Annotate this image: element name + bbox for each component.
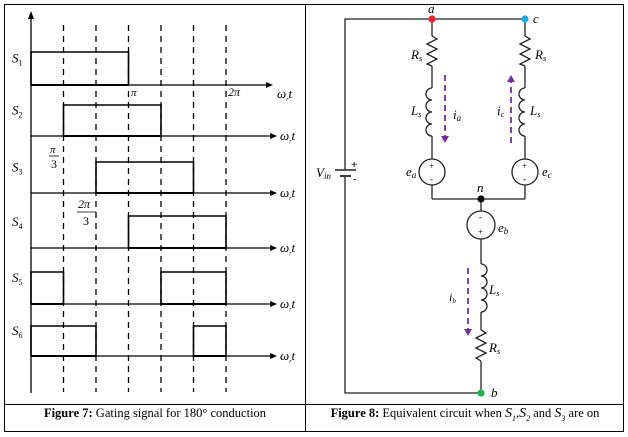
time-axis-label: ωrt bbox=[280, 240, 296, 257]
time-axis-arrowhead bbox=[270, 245, 277, 251]
node-c-label: c bbox=[533, 11, 539, 26]
equivalent-circuit bbox=[335, 15, 539, 397]
node-n-dot bbox=[477, 195, 485, 203]
emf-a-minus: - bbox=[430, 174, 433, 184]
time-axis-arrowhead bbox=[270, 190, 277, 196]
time-axis-label: ωrt bbox=[280, 185, 296, 202]
gate-pulse bbox=[30, 51, 130, 85]
signal-s5: S5 ωrt bbox=[12, 270, 296, 313]
inductor-b bbox=[480, 263, 488, 313]
inductor-b-label: Ls bbox=[488, 282, 499, 298]
time-axis-arrowhead bbox=[270, 301, 277, 307]
caption-s1: S1 bbox=[504, 406, 516, 423]
wire-top-left bbox=[344, 18, 525, 170]
gate-pulse bbox=[95, 161, 195, 193]
node-n-label: n bbox=[477, 180, 484, 195]
current-a-label: ia bbox=[453, 107, 462, 123]
battery-plus: + bbox=[351, 159, 357, 171]
caption-s3: S3 bbox=[554, 406, 566, 423]
gate-pulse bbox=[62, 104, 162, 136]
signal-s4: S4 ωrt bbox=[12, 214, 296, 257]
time-axis-label: ωrt bbox=[277, 86, 293, 103]
resistor-a-label: Rs bbox=[410, 47, 422, 63]
tick-label-pi: π bbox=[131, 87, 137, 99]
signal-s2: S2 ωrt bbox=[12, 103, 296, 146]
emf-a-plus: + bbox=[429, 161, 434, 171]
resistor-b bbox=[474, 329, 488, 362]
gate-pulse bbox=[30, 325, 97, 356]
time-axis-label: ωrt bbox=[280, 348, 296, 365]
arrowhead-down bbox=[441, 136, 449, 143]
time-axis-arrowhead bbox=[270, 353, 277, 359]
emf-a-label: ea bbox=[406, 164, 417, 180]
signal-label: S3 bbox=[12, 160, 23, 177]
figure8-caption-label: Figure 8: bbox=[330, 406, 380, 420]
gate-pulse bbox=[192, 325, 227, 356]
node-c-dot bbox=[521, 15, 529, 23]
vertical-axis-arrowhead bbox=[28, 11, 34, 19]
time-axis-label: ωrt bbox=[280, 128, 296, 145]
node-b-dot bbox=[477, 389, 485, 397]
time-axis-arrowhead bbox=[266, 82, 273, 88]
tick-label-2pi-over-3-num: 2π bbox=[78, 197, 91, 211]
arrowhead-down bbox=[464, 329, 472, 336]
emf-b-label: eb bbox=[498, 220, 509, 236]
source-label: Vin bbox=[316, 165, 331, 181]
signal-label: S4 bbox=[12, 214, 23, 231]
tick-label-pi-over-3-num: π bbox=[50, 144, 56, 156]
time-axis-arrowhead bbox=[270, 133, 277, 139]
current-b-label: ib bbox=[449, 290, 456, 305]
wire-bottom-left bbox=[344, 177, 481, 394]
inductor-c-label: Ls bbox=[529, 103, 540, 119]
figure7-caption-text: Gating signal for 180° conduction bbox=[92, 406, 267, 420]
resistor-a bbox=[425, 35, 439, 67]
inductor-a bbox=[425, 87, 433, 137]
node-b-label: b bbox=[491, 385, 498, 400]
resistor-b-label: Rs bbox=[488, 340, 500, 356]
signal-label: S6 bbox=[12, 323, 23, 340]
emf-c-label: ec bbox=[542, 164, 552, 180]
gate-pulse bbox=[160, 271, 227, 304]
node-a-label: a bbox=[428, 1, 435, 16]
gate-pulse bbox=[127, 215, 227, 248]
resistor-c-label: Rs bbox=[534, 47, 546, 63]
signal-s1: S1 ωrt bbox=[12, 51, 293, 104]
signal-label: S1 bbox=[12, 51, 23, 68]
signal-s6: S6 ωrt bbox=[12, 323, 296, 365]
resistor-c bbox=[518, 35, 532, 67]
figure8-caption-text: Equivalent circuit when bbox=[379, 406, 505, 420]
signal-label: S2 bbox=[12, 103, 23, 120]
table-border bbox=[4, 4, 624, 432]
emf-b-minus: - bbox=[479, 212, 482, 222]
gate-pulse bbox=[30, 271, 65, 304]
node-a-dot bbox=[428, 15, 436, 23]
tick-label-2pi: 2π bbox=[228, 85, 241, 99]
figure7-caption: Figure 7: Gating signal for 180° conduct… bbox=[5, 406, 305, 421]
circuit-labels: a c n b + - Vin Rs Rs Rs Ls Ls Ls ia ic … bbox=[316, 1, 552, 400]
tick-label-2pi-over-3-den: 3 bbox=[83, 214, 89, 228]
arrowhead-up bbox=[507, 75, 515, 82]
caption-s2: S2 bbox=[519, 406, 531, 423]
battery-minus: - bbox=[353, 174, 356, 185]
signal-label: S5 bbox=[12, 270, 23, 287]
emf-c-minus: - bbox=[523, 174, 526, 184]
figure7-caption-label: Figure 7: bbox=[43, 406, 93, 420]
tick-label-pi-over-3-den: 3 bbox=[51, 157, 57, 171]
signal-s3: S3 ωrt bbox=[12, 160, 296, 203]
current-c-label: ic bbox=[497, 103, 505, 119]
inductor-a-label: Ls bbox=[410, 103, 421, 119]
figure8-caption: Figure 8: Equivalent circuit when S1,S2 … bbox=[330, 406, 600, 423]
time-axis-label: ωrt bbox=[280, 296, 296, 313]
emf-c-plus: + bbox=[522, 161, 527, 171]
emf-b-plus: + bbox=[478, 227, 483, 237]
inductor-c bbox=[518, 87, 526, 137]
